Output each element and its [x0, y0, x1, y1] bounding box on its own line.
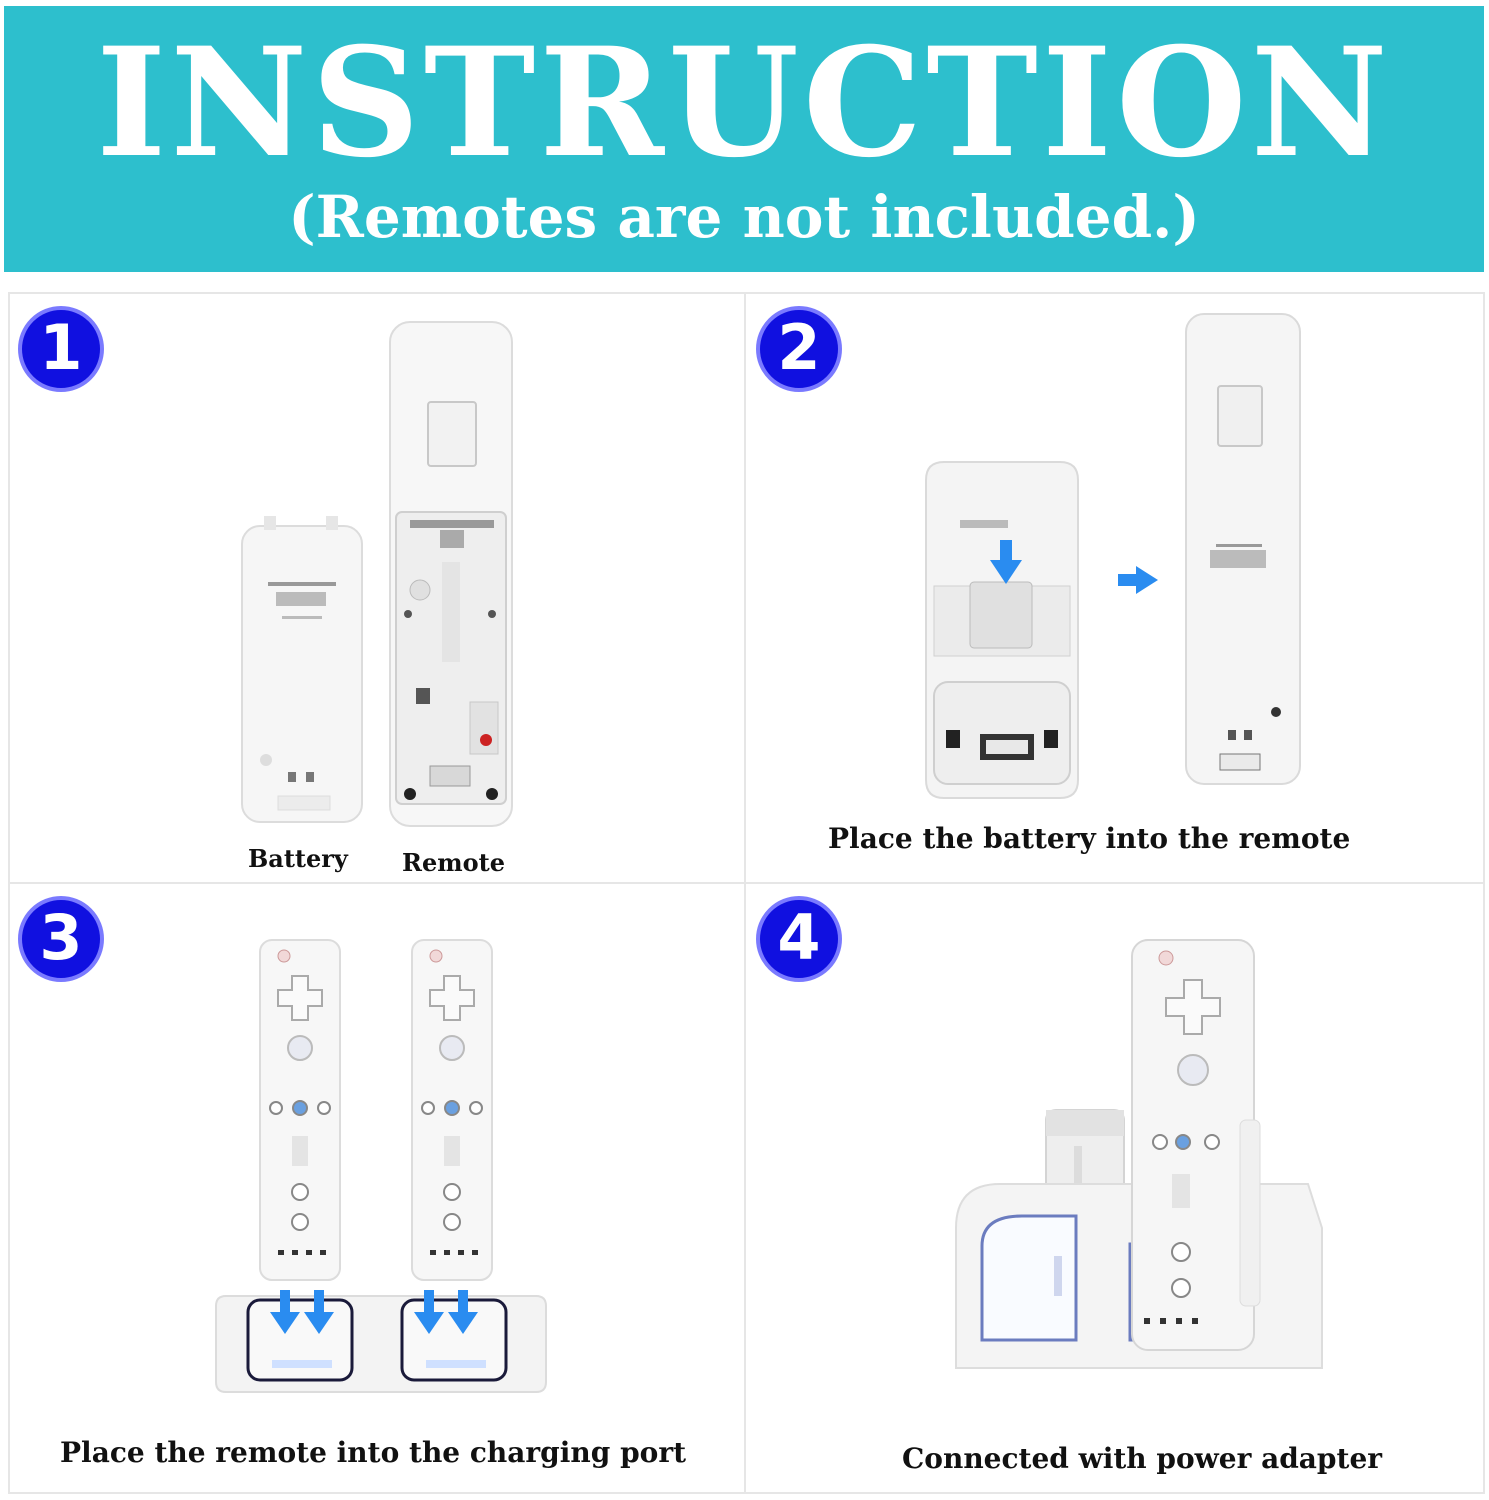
page-title: INSTRUCTION [96, 15, 1392, 191]
right-arrow-icon [1118, 566, 1158, 594]
step-1-badge: 1 [18, 306, 104, 392]
step-3-panel: 3 [8, 882, 746, 1494]
step-3-badge: 3 [18, 896, 104, 982]
remote-right-image [411, 939, 493, 1281]
open-remote-image [389, 321, 513, 827]
battery-image [241, 516, 363, 823]
step-4-panel: 4 [744, 882, 1485, 1494]
charging-dock-image [215, 1295, 547, 1393]
inserting-remote-image [925, 461, 1079, 799]
down-arrow-icon [270, 1290, 478, 1334]
step-2-caption: Place the battery into the remote [828, 822, 1351, 855]
header-banner: INSTRUCTION (Remotes are not included.) [4, 6, 1484, 272]
step-2-badge: 2 [756, 306, 842, 392]
step-2-panel: 2 [744, 292, 1485, 884]
standing-remote-image [1131, 939, 1261, 1351]
page-subtitle: (Remotes are not included.) [288, 183, 1200, 251]
remote-left-image [259, 939, 341, 1281]
step-4-illustration [955, 939, 1323, 1369]
step-2-illustration [925, 313, 1301, 799]
remote-label: Remote [402, 848, 505, 877]
step-3-caption: Place the remote into the charging port [60, 1436, 687, 1469]
down-arrow-icon [990, 540, 1022, 584]
step-1-illustration [241, 321, 513, 827]
closed-remote-image [1185, 313, 1301, 785]
step-4-caption: Connected with power adapter [902, 1442, 1383, 1475]
battery-label: Battery [248, 844, 348, 873]
step-4-badge: 4 [756, 896, 842, 982]
step-3-illustration [215, 939, 547, 1393]
step-1-panel: 1 [8, 292, 746, 884]
